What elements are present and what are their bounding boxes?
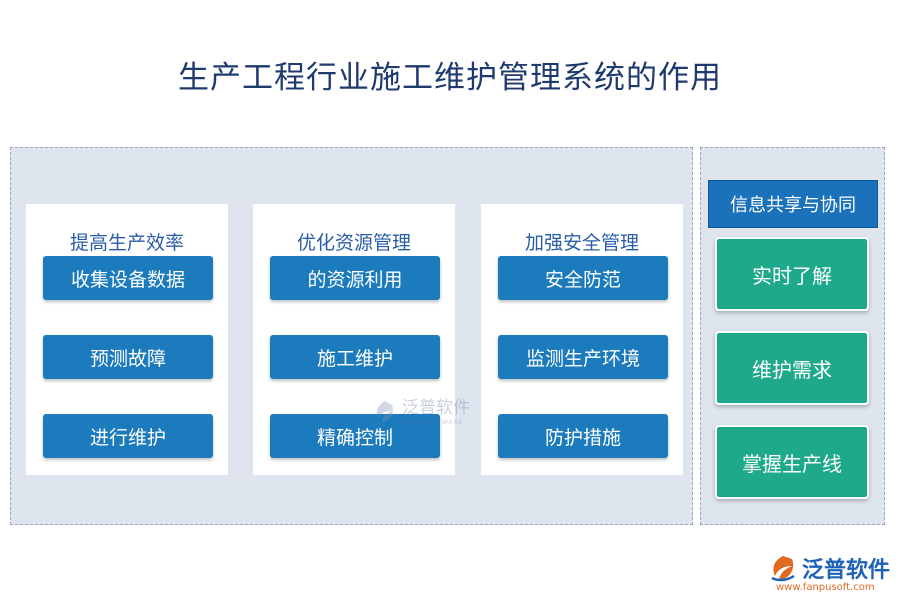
watermark-sub: FANPUSOFTWARE [398, 419, 464, 426]
item-collect-data-button[interactable]: 收集设备数据 [43, 256, 213, 300]
item-monitor-env-button[interactable]: 监测生产环境 [498, 335, 668, 379]
card-title: 优化资源管理 [296, 232, 411, 254]
brand-logo: 泛普软件 [768, 552, 890, 584]
watermark-text: 泛普软件 [402, 398, 470, 418]
item-precise-control-button[interactable]: 精确控制 [270, 414, 440, 458]
item-predict-fault-button[interactable]: 预测故障 [43, 335, 213, 379]
watermark: 泛普软件 FANPUSOFTWARE [372, 398, 470, 426]
item-construction-button[interactable]: 施工维护 [270, 335, 440, 379]
item-maintain-button[interactable]: 进行维护 [43, 414, 213, 458]
item-protection-button[interactable]: 防护措施 [498, 414, 668, 458]
page-title: 生产工程行业施工维护管理系统的作用 [178, 60, 722, 96]
item-resource-use-button[interactable]: 的资源利用 [270, 256, 440, 300]
card-safety: 加强安全管理 安全防范 监测生产环境 防护措施 [481, 204, 683, 475]
card-resource: 优化资源管理 的资源利用 施工维护 精确控制 [253, 204, 455, 475]
card-efficiency: 提高生产效率 收集设备数据 预测故障 进行维护 [26, 204, 228, 475]
card-title: 提高生产效率 [69, 232, 184, 254]
side-production-line-button[interactable]: 掌握生产线 [715, 425, 869, 499]
brand-url: www.fanpusoft.com [776, 582, 875, 593]
brand-logo-icon [771, 556, 795, 582]
watermark-logo-icon [376, 401, 393, 422]
item-safety-button[interactable]: 安全防范 [498, 256, 668, 300]
brand-name: 泛普软件 [802, 558, 891, 583]
card-title: 加强安全管理 [524, 232, 639, 254]
side-realtime-button[interactable]: 实时了解 [715, 237, 869, 311]
side-needs-button[interactable]: 维护需求 [715, 331, 869, 405]
side-header: 信息共享与协同 [708, 180, 878, 228]
